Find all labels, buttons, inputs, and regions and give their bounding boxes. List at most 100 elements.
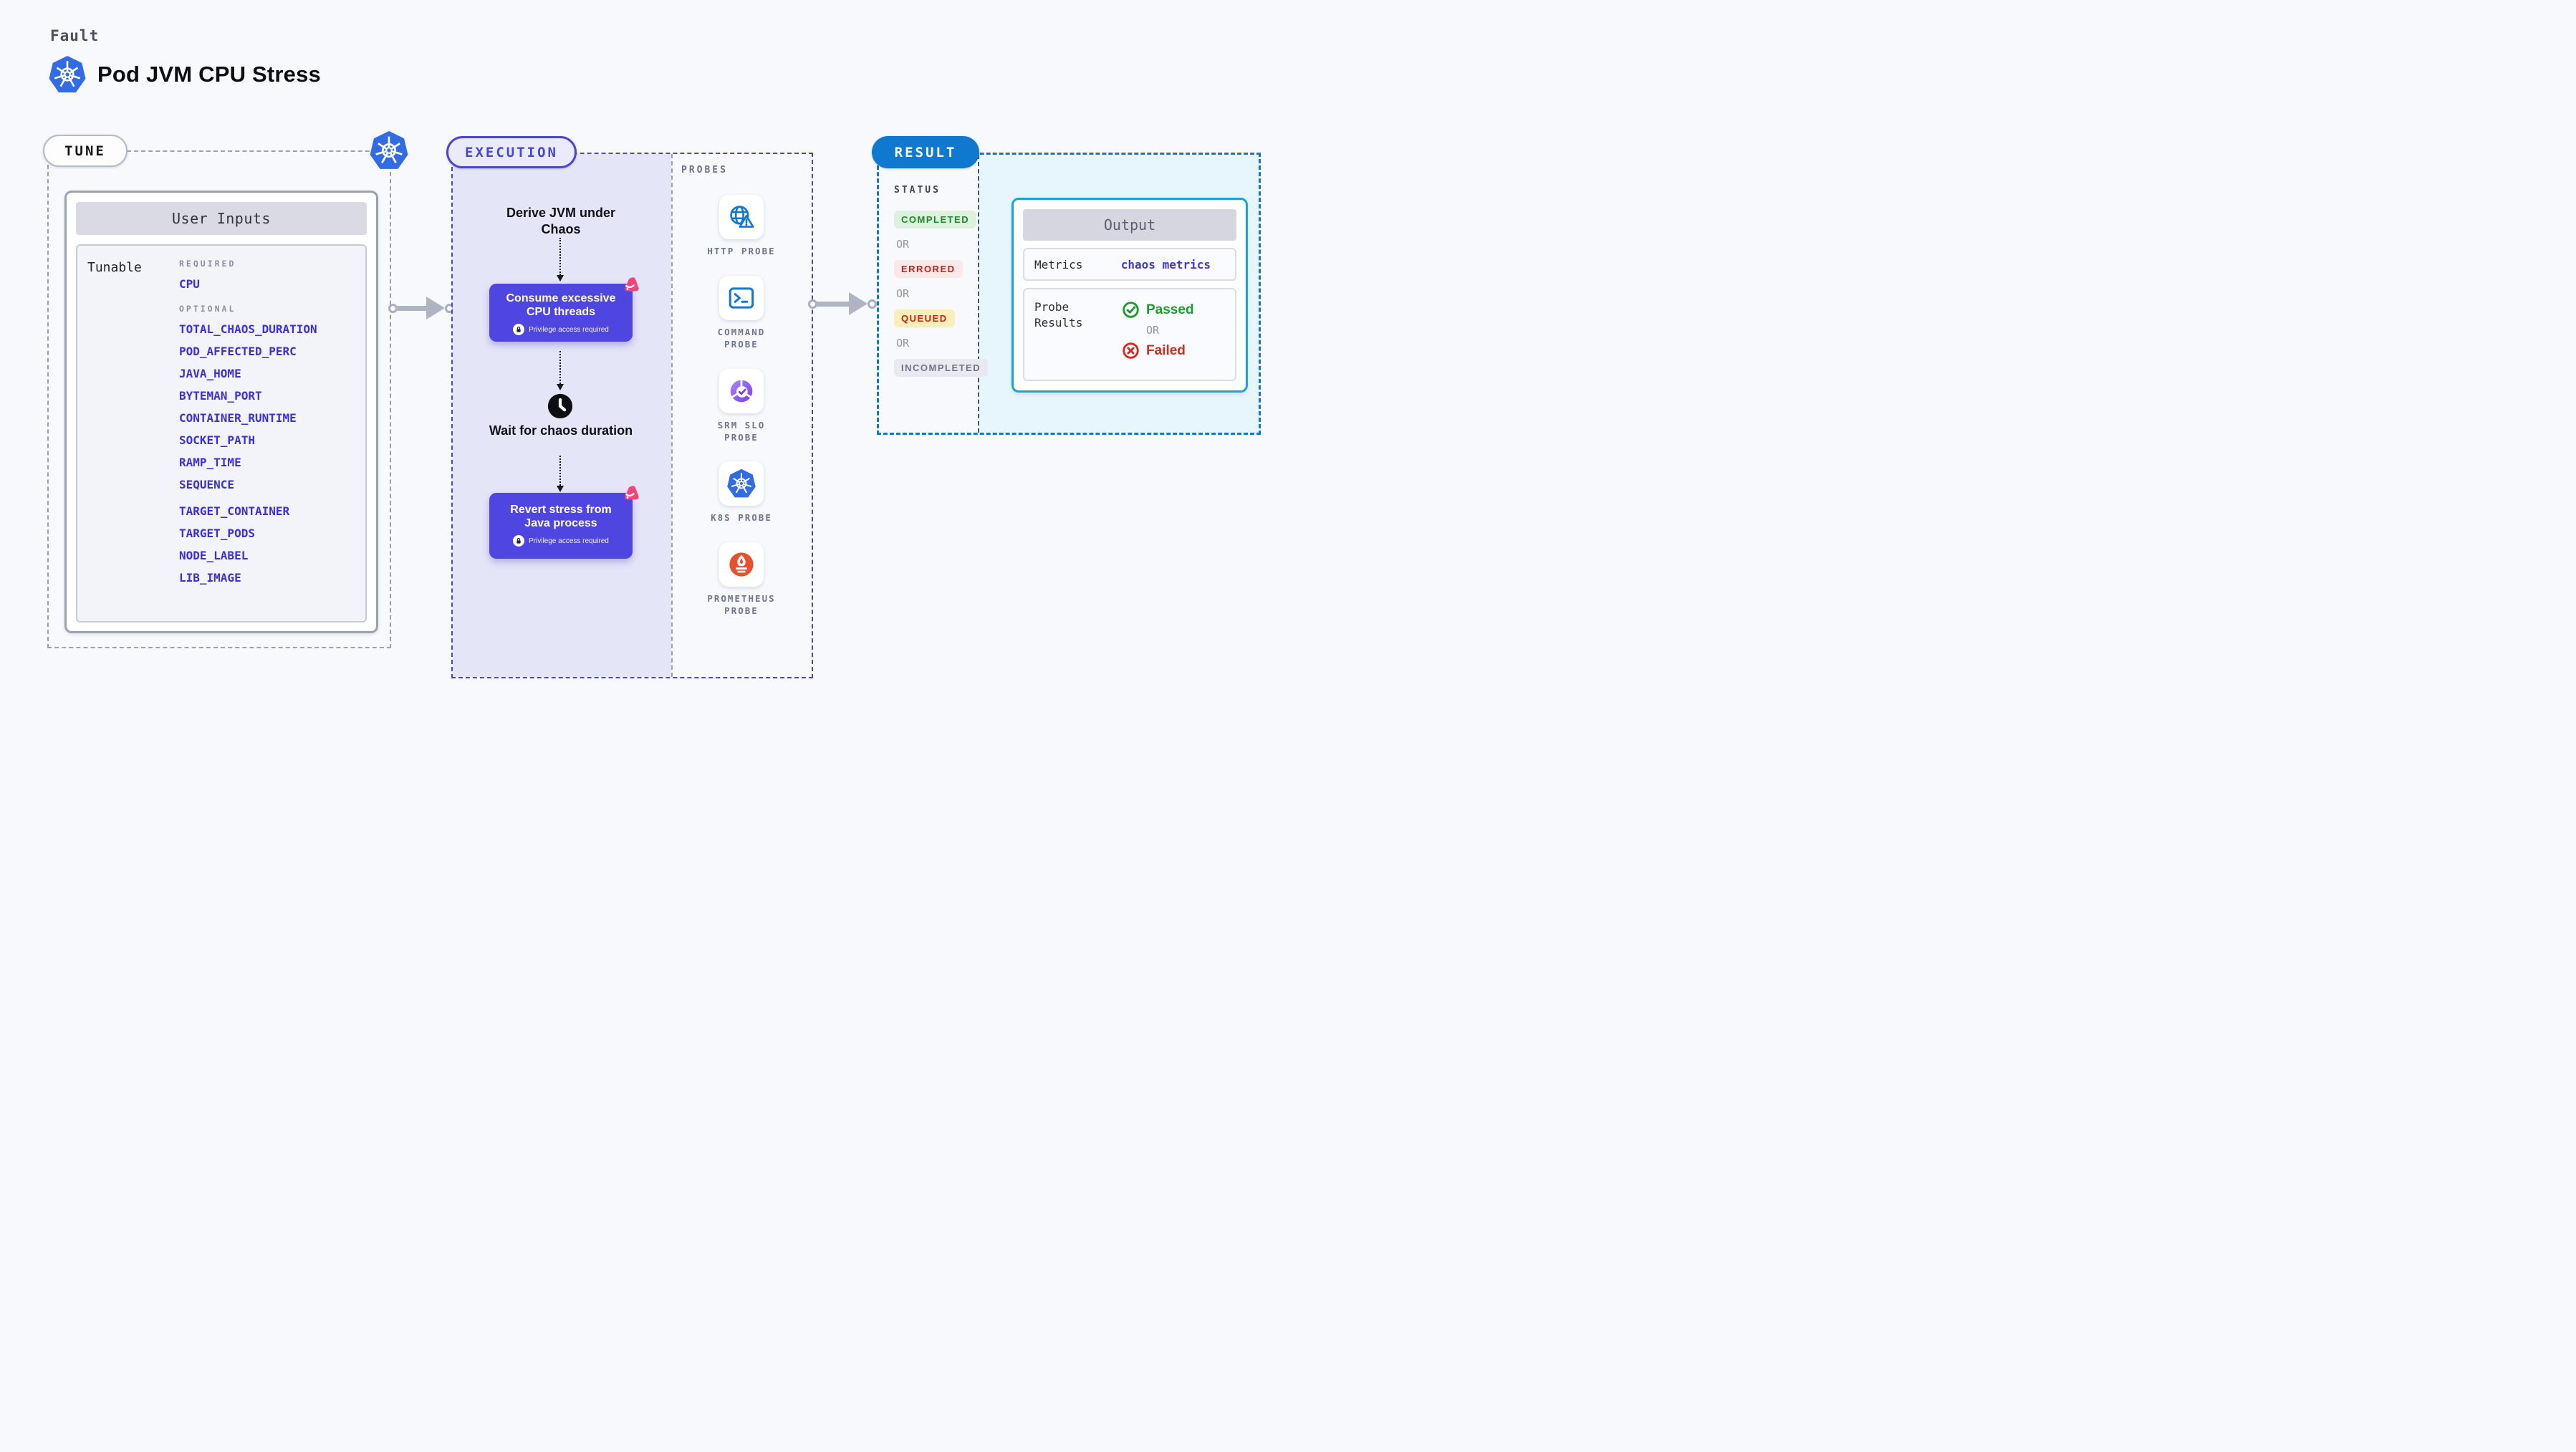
- param-target-pods: TARGET_PODS: [179, 527, 255, 540]
- kubernetes-logo-icon: [49, 56, 86, 92]
- tune-region: [47, 150, 391, 648]
- or-label: OR: [896, 337, 910, 350]
- failed-label: Failed: [1146, 342, 1186, 358]
- probe-card: [719, 368, 764, 413]
- probe-label: K8S PROBE: [711, 512, 772, 524]
- clock-icon: [547, 393, 574, 420]
- output-card: Output Metrics chaos metrics Probe Resul…: [1011, 198, 1248, 393]
- globe-warning-icon: [730, 206, 754, 228]
- status-badge-errored: ERRORED: [894, 260, 963, 278]
- probe-results-states: Passed OR Failed: [1122, 299, 1194, 370]
- param-byteman-port: BYTEMAN_PORT: [179, 389, 262, 403]
- status-heading: STATUS: [894, 185, 941, 196]
- user-inputs-title: User Inputs: [76, 202, 367, 235]
- privilege-note: Privilege access required: [496, 324, 625, 336]
- probes-list: HTTP PROBE COMMAND PROBE: [684, 195, 799, 617]
- arrow-shaft: [396, 305, 428, 311]
- kubernetes-icon: [727, 469, 756, 498]
- param-ramp-time: RAMP_TIME: [179, 456, 241, 469]
- derive-step-label: Derive JVM under Chaos: [506, 206, 616, 236]
- param-lib-image: LIB_IMAGE: [179, 571, 241, 585]
- probe-item-k8s: K8S PROBE: [699, 461, 784, 524]
- privilege-note-text: Privilege access required: [529, 537, 609, 545]
- passed-label: Passed: [1146, 302, 1194, 317]
- probe-card: [719, 195, 764, 239]
- probe-item-http: HTTP PROBE: [699, 195, 784, 258]
- x-circle-icon: [1123, 342, 1139, 359]
- fault-kicker: Fault: [50, 27, 100, 44]
- result-badge: RESULT: [872, 136, 979, 168]
- dotted-arrow: [557, 351, 564, 390]
- arrow-shaft: [816, 301, 850, 307]
- arrow-end-dot: [868, 299, 877, 309]
- terminal-icon: [729, 287, 754, 309]
- param-container-runtime: CONTAINER_RUNTIME: [179, 411, 297, 425]
- title-row: Pod JVM CPU Stress: [49, 54, 321, 95]
- probe-label: COMMAND PROBE: [717, 326, 766, 350]
- revert-step-box: Revert stress from Java process Privileg…: [489, 493, 633, 559]
- param-java-home: JAVA_HOME: [179, 367, 241, 380]
- user-inputs-card: User Inputs Tunable REQUIRED CPU OPTIONA…: [64, 191, 378, 633]
- execution-badge: EXECUTION: [446, 136, 577, 168]
- probe-item-prometheus: PROMETHEUS PROBE: [699, 542, 784, 617]
- wait-step-label: Wait for chaos duration: [489, 423, 633, 438]
- arrow-head: [426, 297, 445, 319]
- tunable-label: Tunable: [87, 260, 142, 275]
- dotted-arrow: [557, 238, 564, 282]
- metrics-label: Metrics: [1034, 257, 1083, 271]
- probe-results-row: Probe Results Passed OR Failed: [1023, 288, 1236, 381]
- failed-state: Failed: [1122, 342, 1194, 360]
- status-badge-queued: QUEUED: [894, 309, 955, 327]
- probes-heading: PROBES: [681, 165, 728, 176]
- param-sequence: SEQUENCE: [179, 478, 235, 491]
- probe-card: [719, 542, 764, 587]
- dotted-arrow: [557, 456, 564, 492]
- litmus-chaos-icon: [625, 486, 639, 500]
- probe-card: [719, 461, 764, 506]
- privilege-note: Privilege access required: [496, 535, 625, 547]
- status-list: COMPLETED OR ERRORED OR QUEUED OR INCOMP…: [894, 211, 989, 377]
- param-pod-affected-perc: POD_AFFECTED_PERC: [179, 345, 297, 358]
- metrics-row: Metrics chaos metrics: [1023, 248, 1236, 281]
- kubernetes-corner-icon: [370, 131, 408, 169]
- probe-card: [719, 275, 764, 320]
- or-label: OR: [896, 238, 910, 251]
- probe-results-label: Probe Results: [1034, 300, 1083, 330]
- lock-icon: [513, 324, 525, 336]
- arrow-head: [849, 292, 868, 315]
- probe-label: HTTP PROBE: [707, 246, 776, 256]
- params-column: REQUIRED CPU OPTIONAL TOTAL_CHAOS_DURATI…: [179, 259, 317, 608]
- probe-item-srm-slo: SRM SLO PROBE: [699, 368, 784, 444]
- passed-state: Passed: [1122, 301, 1194, 319]
- or-label: OR: [896, 287, 910, 300]
- status-badge-completed: COMPLETED: [894, 211, 977, 229]
- metrics-value: chaos metrics: [1120, 257, 1211, 271]
- param-total-chaos-duration: TOTAL_CHAOS_DURATION: [179, 322, 317, 336]
- probe-label: SRM SLO PROBE: [717, 419, 766, 443]
- probe-item-command: COMMAND PROBE: [699, 275, 784, 351]
- page-title: Pod JVM CPU Stress: [97, 62, 321, 87]
- check-circle-icon: [1123, 302, 1139, 318]
- fault-diagram: Fault Pod JVM CPU Stress TUNE: [0, 0, 1288, 726]
- tune-to-execution-arrow: [388, 297, 454, 319]
- optional-section-label: OPTIONAL: [179, 304, 236, 314]
- revert-step-label: Revert stress from Java process: [510, 504, 612, 530]
- param-socket-path: SOCKET_PATH: [179, 433, 255, 447]
- litmus-chaos-icon: [625, 277, 639, 292]
- execution-to-result-arrow: [808, 292, 877, 315]
- user-inputs-list: Tunable REQUIRED CPU OPTIONAL TOTAL_CHAO…: [76, 244, 367, 622]
- lock-icon: [513, 535, 525, 547]
- required-section-label: REQUIRED: [179, 259, 236, 269]
- param-node-label: NODE_LABEL: [179, 549, 249, 562]
- consume-step-box: Consume excessive CPU threads Privilege …: [489, 284, 633, 342]
- param-cpu: CPU: [179, 277, 200, 291]
- or-label: OR: [1146, 324, 1160, 337]
- status-badge-incompleted: INCOMPLETED: [894, 359, 989, 377]
- probes-separator: [671, 154, 673, 677]
- tune-badge: TUNE: [43, 135, 128, 167]
- slo-donut-check-icon: [730, 378, 753, 402]
- prometheus-flame-icon: [729, 552, 754, 577]
- probe-label: PROMETHEUS PROBE: [707, 593, 776, 617]
- consume-step-label: Consume excessive CPU threads: [506, 292, 616, 319]
- param-target-container: TARGET_CONTAINER: [179, 504, 290, 518]
